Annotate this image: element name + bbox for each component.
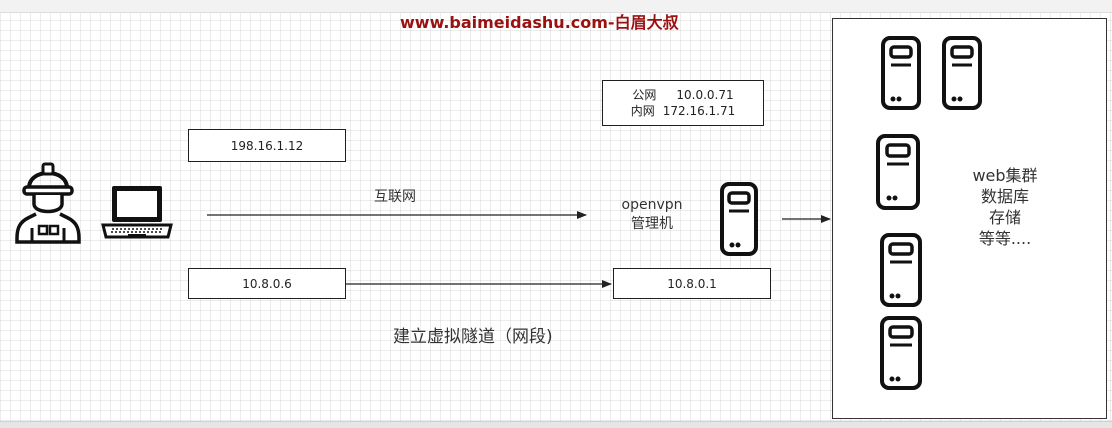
cluster-line-web: web集群 bbox=[972, 166, 1038, 185]
cluster-services-text: web集群 数据库 存储 等等.... bbox=[950, 165, 1060, 249]
private-ip: 172.16.1.71 bbox=[662, 104, 736, 118]
client-tunnel-ip-box: 10.8.0.6 bbox=[188, 268, 346, 299]
cluster-line-database: 数据库 bbox=[980, 187, 1029, 206]
watermark: www.baimeidashu.com-白眉大叔 bbox=[400, 13, 679, 32]
private-label: 内网 bbox=[630, 104, 655, 118]
server-tower-icon bbox=[876, 134, 920, 210]
cluster-line-storage: 存储 bbox=[988, 208, 1021, 227]
server-tunnel-ip-box: 10.8.0.1 bbox=[613, 268, 771, 299]
public-label: 公网 bbox=[632, 88, 657, 102]
server-ip-box: 公网 10.0.0.71 内网 172.16.1.71 bbox=[602, 80, 764, 126]
server-public-ip-row: 公网 10.0.0.71 bbox=[632, 87, 733, 103]
laptop-icon bbox=[100, 183, 174, 241]
client-public-ip-box: 198.16.1.12 bbox=[188, 129, 346, 162]
public-ip: 10.0.0.71 bbox=[676, 88, 734, 102]
cluster-line-etc: 等等.... bbox=[978, 229, 1032, 248]
server-name-line2: 管理机 bbox=[631, 216, 673, 232]
server-name: openvpn 管理机 bbox=[612, 196, 692, 234]
server-tower-icon bbox=[881, 36, 921, 110]
bottom-edge bbox=[0, 421, 1112, 428]
tunnel-label: 建立虚拟隧道（网段) bbox=[393, 327, 553, 347]
server-tower-icon bbox=[880, 316, 922, 390]
top-edge bbox=[0, 0, 1112, 13]
internet-label: 互联网 bbox=[374, 189, 416, 205]
server-tower-icon bbox=[880, 233, 922, 307]
server-tower-icon bbox=[720, 182, 758, 256]
server-tower-icon bbox=[942, 36, 982, 110]
server-private-ip-row: 内网 172.16.1.71 bbox=[631, 103, 736, 119]
engineer-icon bbox=[14, 158, 82, 244]
server-name-line1: openvpn bbox=[621, 197, 683, 213]
